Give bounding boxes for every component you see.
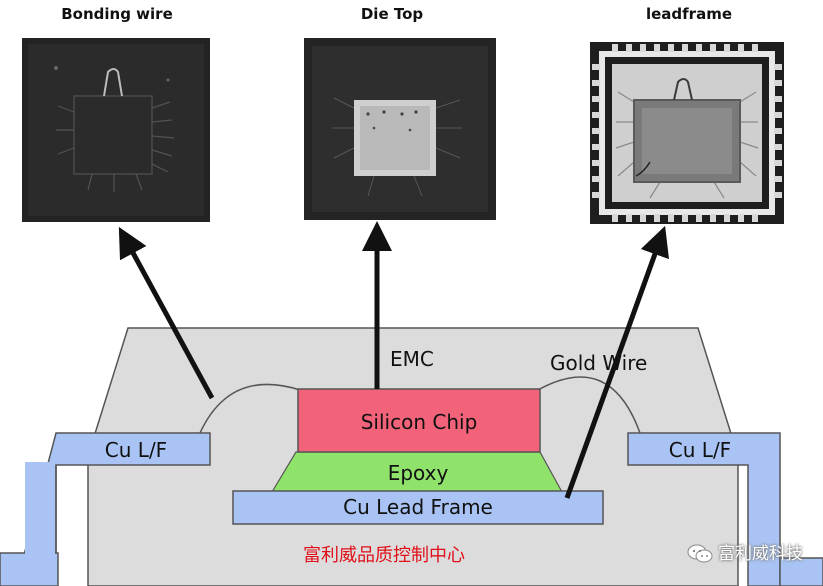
panel-title-leadframe: leadframe	[645, 5, 733, 23]
xray-image-die-top	[304, 38, 496, 220]
gold-wire-right	[537, 376, 641, 434]
cu-lf-right-shape	[627, 432, 781, 586]
xray-image-bonding-wire	[22, 38, 210, 222]
label-cu-lf-left: Cu L/F	[105, 438, 167, 462]
label-cu-lf-right: Cu L/F	[669, 438, 731, 462]
watermark: 富利威科技	[687, 539, 803, 564]
xray-image-leadframe	[590, 42, 784, 224]
caption-cn: 富利威品质控制中心	[303, 545, 465, 566]
label-epoxy: Epoxy	[388, 461, 449, 485]
arrow-leadframe	[564, 225, 670, 499]
arrow-bonding-wire	[118, 226, 215, 400]
gold-wire-left	[199, 383, 301, 434]
label-emc: EMC	[390, 347, 434, 371]
label-silicon-chip: Silicon Chip	[361, 410, 478, 434]
wechat-icon	[687, 544, 718, 564]
panel-title-bonding-wire: Bonding wire	[61, 5, 173, 23]
watermark-text: 富利威科技	[718, 544, 803, 564]
label-gold-wire: Gold Wire	[550, 351, 647, 375]
cu-lead-frame-bar	[232, 490, 604, 525]
silicon-chip	[297, 388, 541, 453]
label-cu-lead-frame: Cu Lead Frame	[343, 495, 493, 519]
panel-title-die-top: Die Top	[360, 5, 424, 23]
